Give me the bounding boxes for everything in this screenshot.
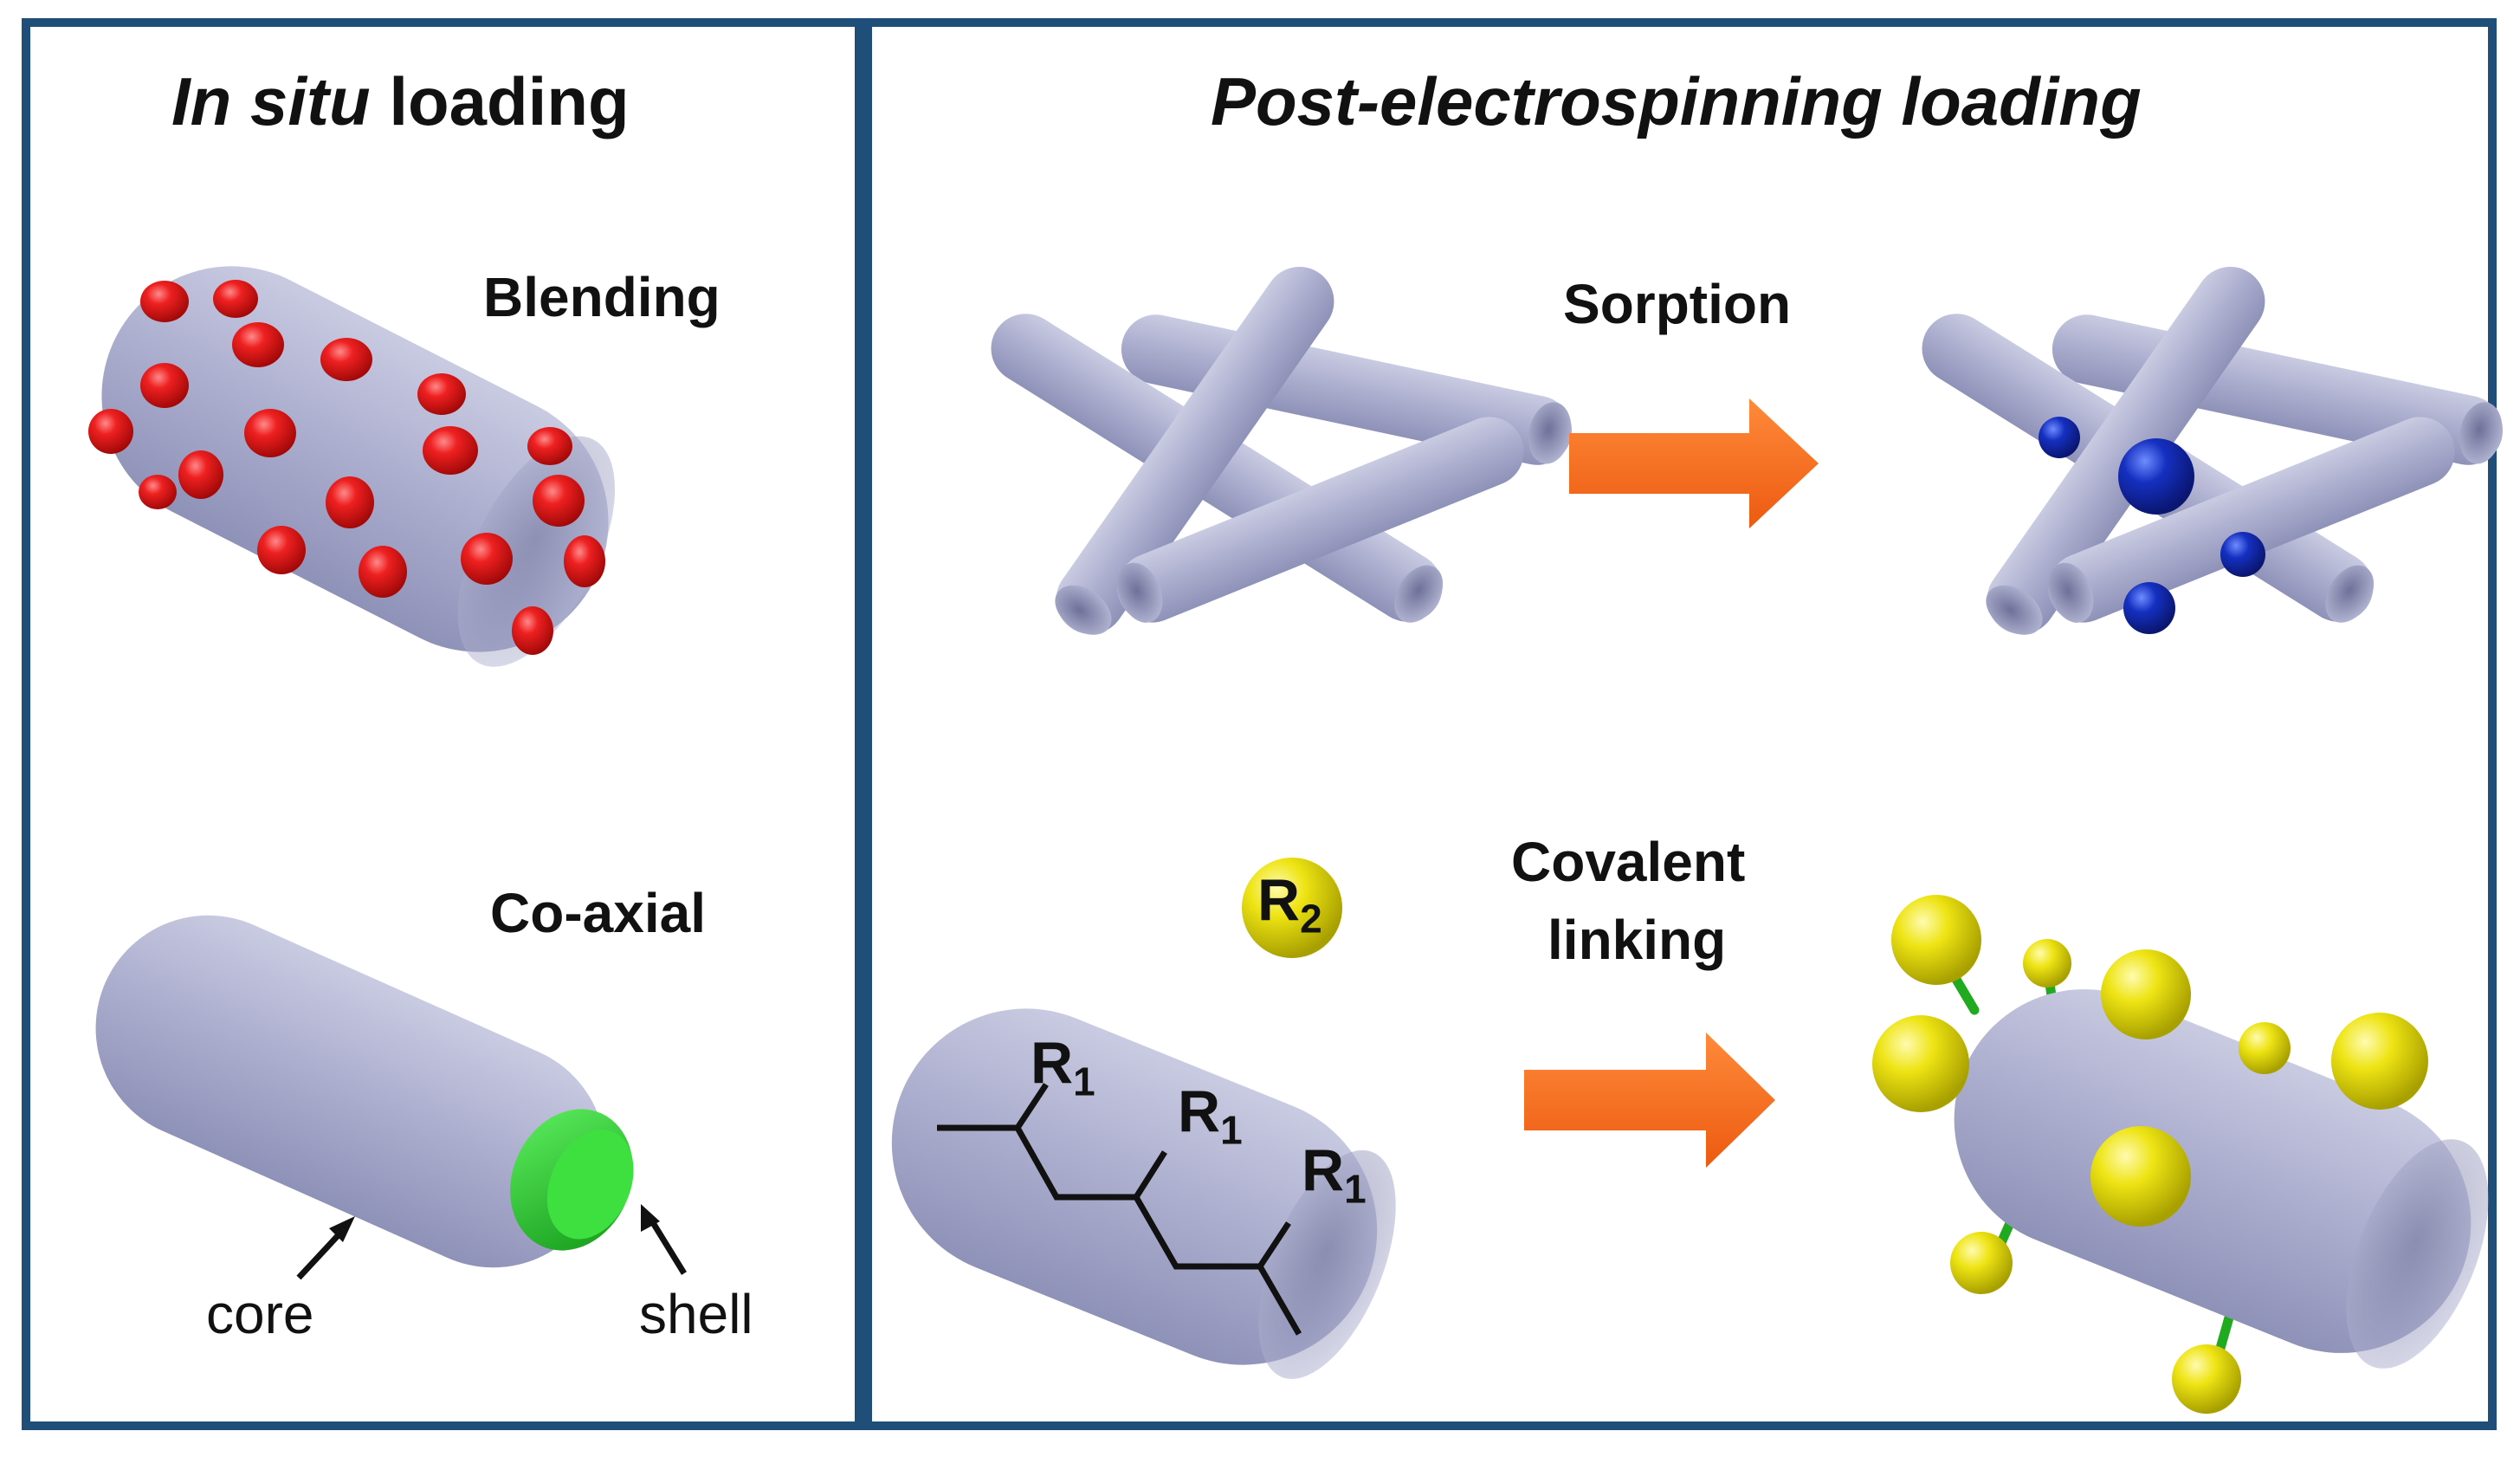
shell-label: shell [639,1283,753,1345]
shell-arrow [641,1204,687,1275]
coaxial-fiber [95,915,606,1268]
fiber-mesh-before [991,266,1573,635]
right-panel-title: Post-electrospinning loading [1211,62,2142,141]
r1-label-1: R1 [1031,1030,1095,1104]
in-situ-italic: In situ [171,63,371,139]
blue-particles [2039,417,2265,634]
r1-bond-2 [1134,1150,1167,1199]
red-particles [88,280,605,655]
sorption-label: Sorption [1563,273,1792,335]
loading-text: loading [370,63,630,139]
linked-fiber [1954,989,2489,1369]
post-electrospinning-title: Post-electrospinning loading [1211,63,2142,139]
left-panel-border [22,18,863,1430]
covalent-arrow [1524,1033,1775,1168]
core-arrow [296,1216,355,1280]
coaxial-label: Co-axial [490,882,706,944]
covalent-label-line1: Covalent [1511,831,1746,893]
yellow-spheres [1872,895,2428,1414]
core-label: core [206,1283,314,1345]
fiber-mesh-after [1922,266,2504,635]
sorption-arrow [1569,398,1819,528]
green-shell [510,1109,634,1251]
r1-label-2: R1 [1178,1078,1243,1153]
blending-label: Blending [483,266,720,328]
left-panel-title: In situ loading [171,62,630,141]
r1-bond-1 [1015,1083,1049,1130]
r2-label: R2 [1257,867,1322,942]
r1-label-3: R1 [1302,1137,1367,1212]
covalent-label-line2: linking [1548,909,1727,971]
right-panel-border [863,18,2497,1430]
r2-sphere [1242,858,1342,958]
r1-bond-3 [1257,1221,1291,1268]
